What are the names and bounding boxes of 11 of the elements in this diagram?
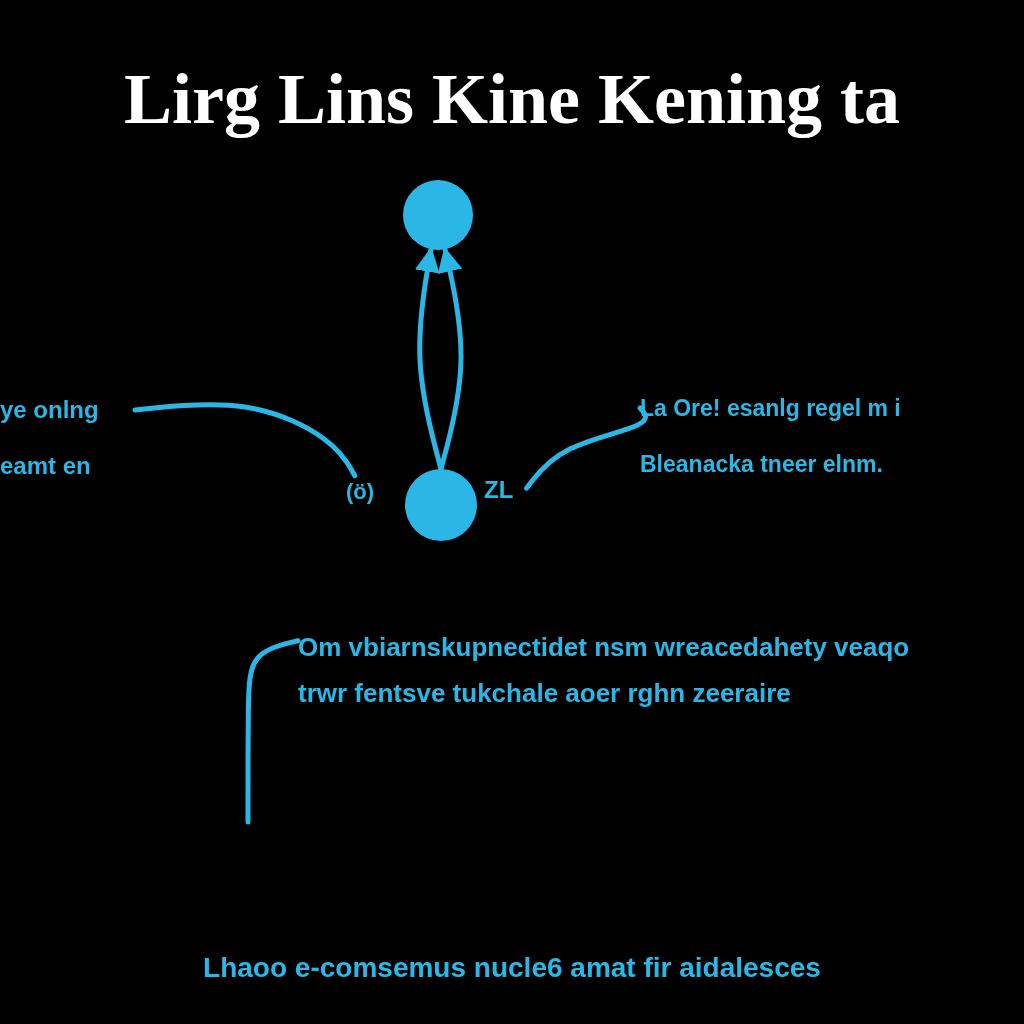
arrow bbox=[437, 246, 464, 472]
callout-text: Om vbiarnskupnectidet nsm wreacedahety veaqo trwr fentsve tukchale aoer rghn zeeraire bbox=[298, 624, 958, 764]
leader-line bbox=[245, 638, 301, 825]
leader-line bbox=[132, 402, 358, 479]
callout-text: (ö) bbox=[346, 474, 390, 510]
leader-line bbox=[524, 405, 648, 491]
caption: Lhaoo e-comsemus nucle6 amat fir aidalesces bbox=[202, 952, 822, 984]
callout-text: ye onlng eamt en bbox=[0, 382, 135, 482]
title: Lirg Lins Kine Kening ta bbox=[122, 58, 902, 141]
callout-text: ZL bbox=[484, 472, 534, 508]
arrow bbox=[414, 246, 444, 472]
